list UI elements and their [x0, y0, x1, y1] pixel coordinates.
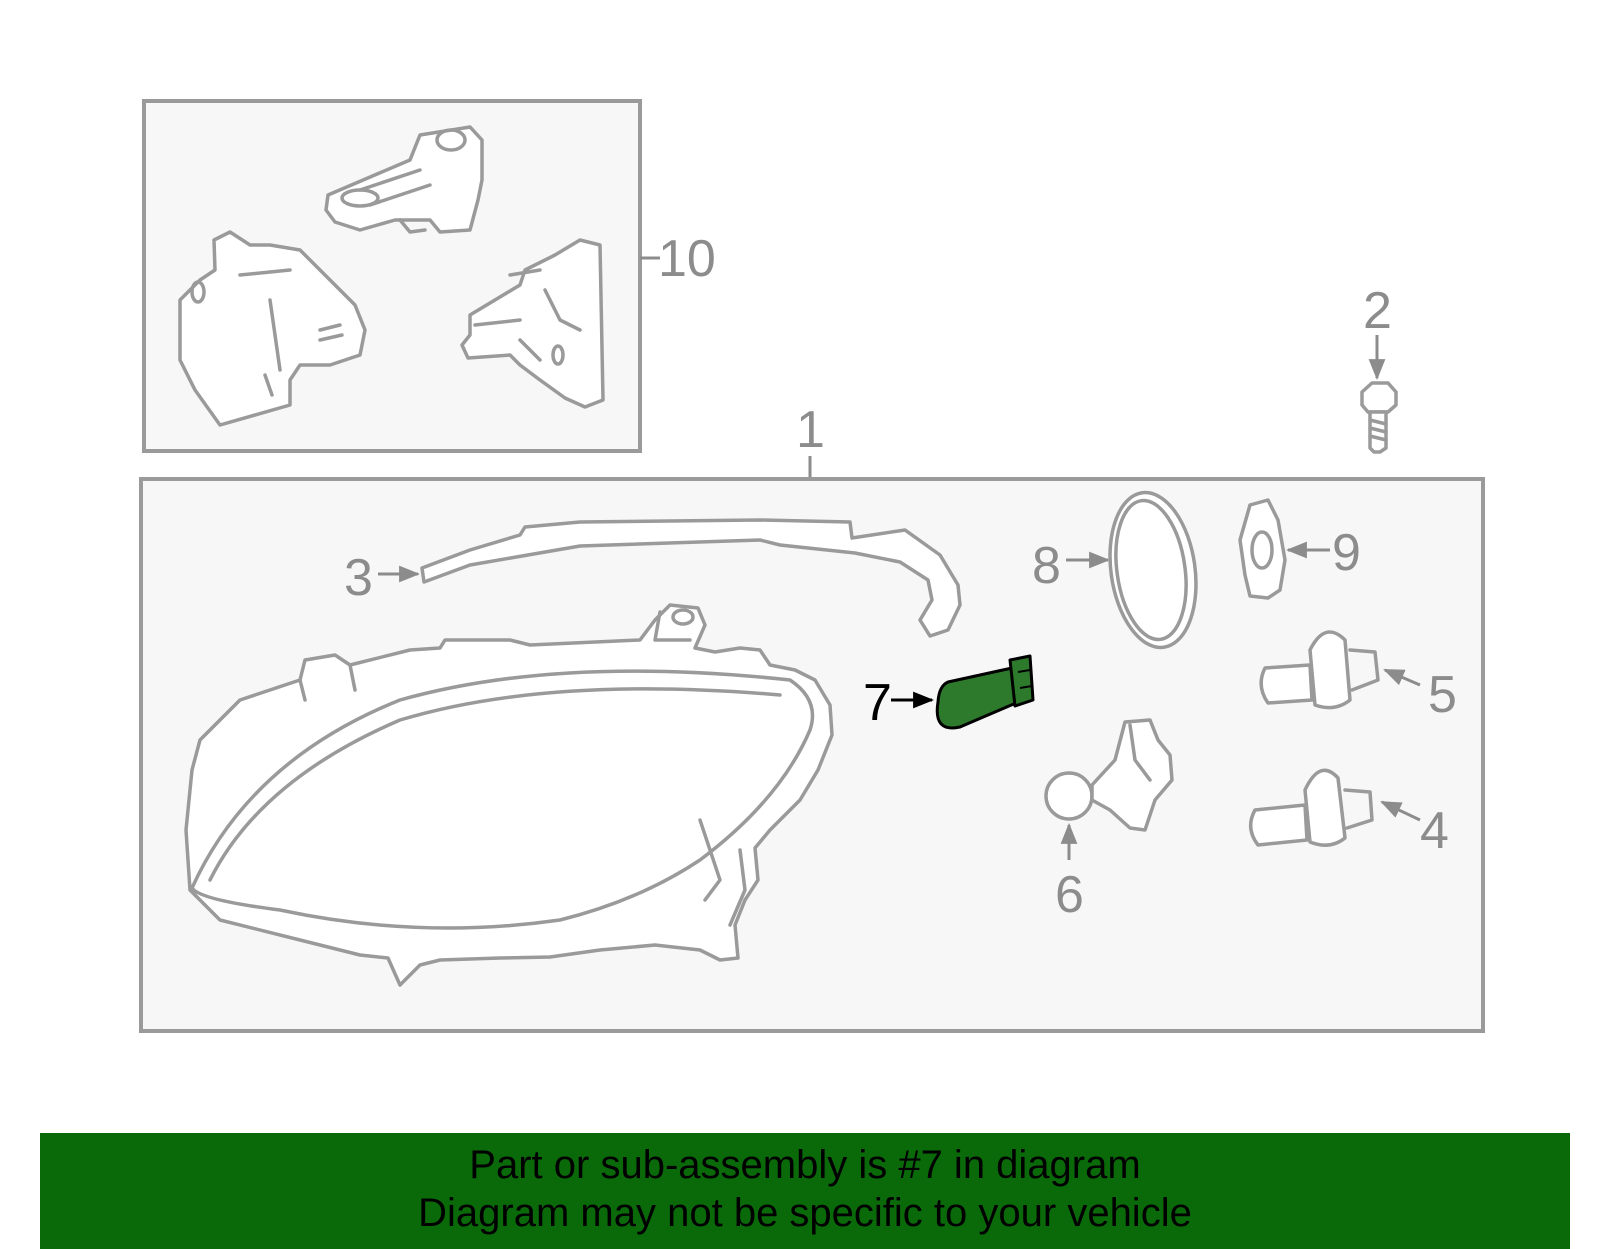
- callout-5: 5: [1428, 666, 1457, 724]
- leader-5: [1383, 668, 1421, 687]
- wedge-bulb-part-highlighted[interactable]: [935, 654, 1035, 730]
- callout-4: 4: [1420, 802, 1449, 860]
- callout-1: 1: [796, 401, 825, 459]
- bracket-upper: [324, 125, 484, 234]
- info-banner: Part or sub-assembly is #7 in diagram Di…: [40, 1133, 1570, 1249]
- callout-9: 9: [1332, 524, 1361, 582]
- bolt-part: [1360, 381, 1398, 454]
- gasket-ring-part: [1108, 490, 1198, 650]
- bracket-right: [460, 238, 605, 409]
- callout-7: 7: [863, 674, 892, 732]
- callout-3: 3: [344, 549, 373, 607]
- bulb-socket-part: [1238, 498, 1287, 600]
- headlamp-housing: [184, 603, 834, 987]
- leader-4: [1380, 800, 1421, 822]
- callout-8: 8: [1032, 537, 1061, 595]
- callout-10: 10: [658, 230, 716, 288]
- trim-strip-part: [420, 518, 962, 638]
- callout-6: 6: [1055, 866, 1084, 924]
- bulb-4-part: [1248, 768, 1374, 847]
- banner-line-1: Part or sub-assembly is #7 in diagram: [469, 1143, 1141, 1187]
- bulb-5-part: [1259, 630, 1380, 710]
- bulb-6-part: [1044, 718, 1174, 832]
- callout-2: 2: [1363, 282, 1392, 340]
- bracket-left: [178, 230, 367, 427]
- banner-line-2: Diagram may not be specific to your vehi…: [418, 1191, 1192, 1235]
